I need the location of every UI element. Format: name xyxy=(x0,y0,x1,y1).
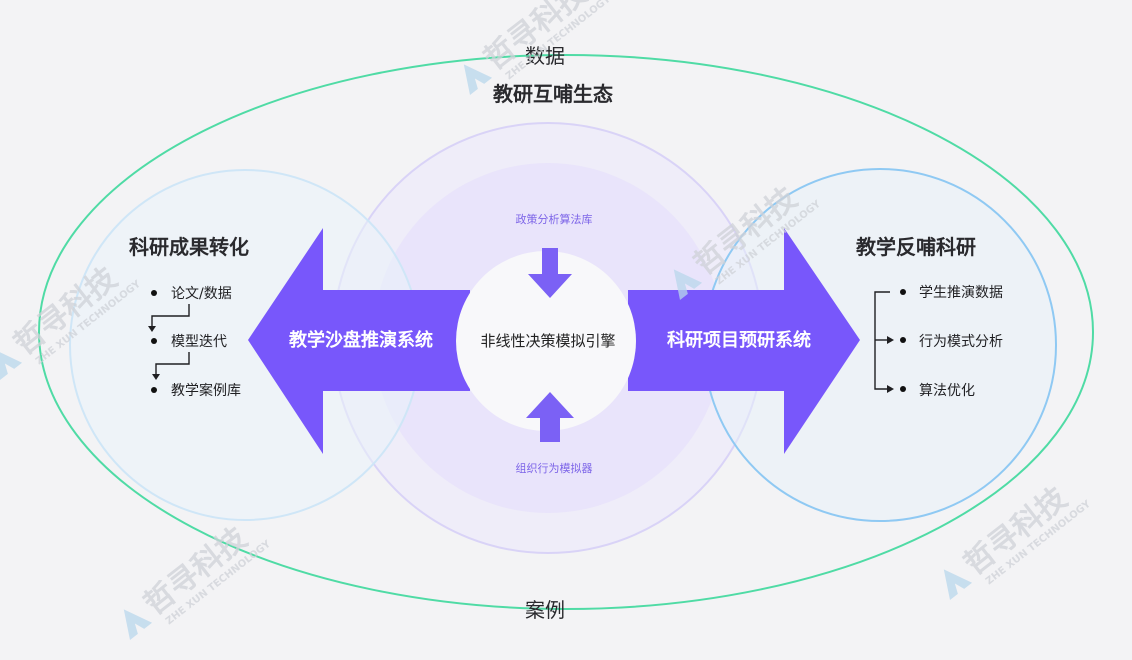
watermark-logo xyxy=(123,609,153,640)
left-arrow-label: 教学沙盘推演系统 xyxy=(289,329,433,351)
right-arrow-label: 科研项目预研系统 xyxy=(667,329,811,351)
top-data-label: 数据 xyxy=(525,44,565,68)
left-circle-title: 科研成果转化 xyxy=(129,235,249,259)
left-item-3: 教学案例库 xyxy=(171,382,241,399)
left-item-bullet xyxy=(151,338,157,344)
right-big-arrow xyxy=(628,228,860,454)
left-big-arrow xyxy=(248,228,470,454)
watermark-logo xyxy=(0,349,23,380)
bottom-input-caption: 组织行为模拟器 xyxy=(516,461,593,475)
left-item-connector-2-head xyxy=(152,374,160,380)
top-input-arrow xyxy=(528,248,572,298)
right-item-bullet xyxy=(900,289,906,295)
left-item-1: 论文/数据 xyxy=(171,286,232,302)
watermark-logo xyxy=(463,64,493,95)
right-circle-title: 教学反哺科研 xyxy=(856,235,976,259)
bottom-case-label: 案例 xyxy=(525,598,565,622)
watermark-logo xyxy=(943,569,973,600)
left-item-bullet xyxy=(151,290,157,296)
left-item-2: 模型迭代 xyxy=(171,334,227,350)
bottom-input-arrow xyxy=(526,392,574,442)
right-item-2: 行为模式分析 xyxy=(919,334,1003,350)
top-input-caption: 政策分析算法库 xyxy=(516,212,593,226)
left-item-connector-2 xyxy=(155,352,190,376)
right-item-1: 学生推演数据 xyxy=(919,285,1003,301)
right-item-list: 学生推演数据 行为模式分析 算法优化 xyxy=(874,285,1003,399)
ecosystem-title: 教研互哺生态 xyxy=(493,82,613,106)
outer-ecosystem-ellipse xyxy=(38,54,1094,610)
right-item-3: 算法优化 xyxy=(919,383,975,399)
right-item-bullet xyxy=(900,386,906,392)
watermark-logo xyxy=(673,269,703,300)
right-item-bullet xyxy=(900,337,906,343)
center-core-circle xyxy=(456,251,636,431)
right-bracket-bottom-head xyxy=(887,385,894,393)
left-item-connector-1 xyxy=(151,304,190,328)
center-core-label: 非线性决策模拟引擎 xyxy=(480,332,615,350)
left-item-list: 论文/数据 模型迭代 教学案例库 xyxy=(148,286,241,399)
left-item-connector-1-head xyxy=(148,326,156,332)
left-item-bullet xyxy=(151,387,157,393)
right-bracket-mid-head xyxy=(887,336,894,344)
